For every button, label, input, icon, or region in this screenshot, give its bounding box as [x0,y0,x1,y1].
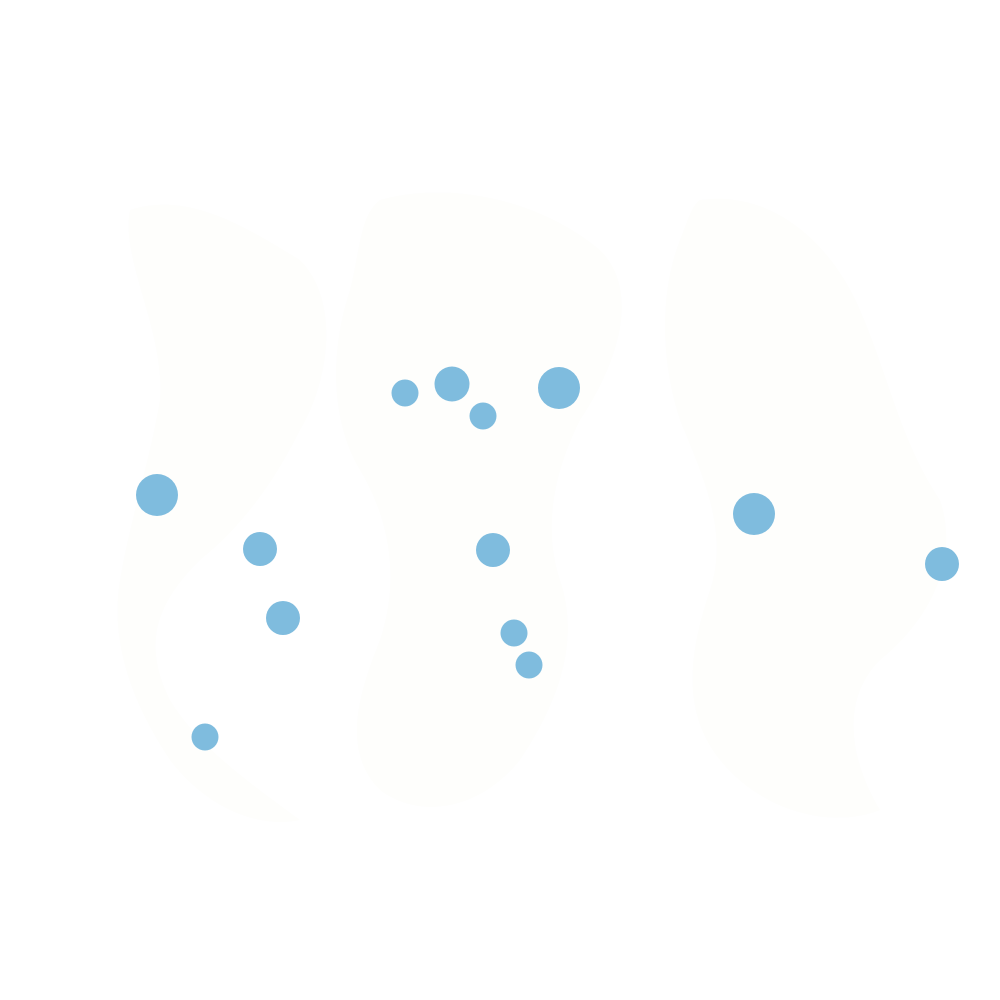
landmass-center [336,192,622,807]
landmass-west [117,204,327,822]
map-marker-m2[interactable] [243,532,277,566]
map-marker-m10[interactable] [476,533,510,567]
marker-layer [136,366,959,751]
landmass-layer [117,192,947,822]
landmass-east [665,198,947,818]
map-marker-m7[interactable] [538,367,580,409]
map-marker-m6[interactable] [434,366,470,402]
map-marker-m4[interactable] [266,601,300,635]
map-marker-m9[interactable] [925,547,959,581]
map-marker-m12[interactable] [515,651,543,679]
map-marker-m11[interactable] [500,619,528,647]
map-marker-m8[interactable] [733,493,775,535]
map-marker-m5[interactable] [391,379,419,407]
map-marker-m13[interactable] [469,402,497,430]
map-marker-m3[interactable] [191,723,219,751]
map-marker-m1[interactable] [136,474,178,516]
